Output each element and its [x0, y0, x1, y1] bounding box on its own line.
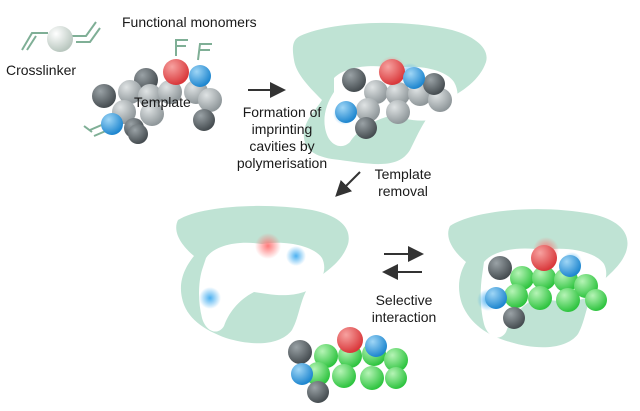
template-removal-line-1: Template: [374, 166, 432, 182]
formation-line-3: cavities by: [249, 138, 315, 154]
crosslinker-icon: [21, 21, 101, 52]
arrow-template-removal: [335, 171, 361, 197]
template-removal-label: Template removal: [368, 166, 438, 200]
formation-line-4: polymerisation: [236, 155, 328, 171]
selective-interaction-line-2: interaction: [371, 309, 437, 325]
selective-interaction-label: Selective interaction: [362, 292, 446, 326]
free-analyte-molecule: [288, 327, 408, 403]
formation-line-1: Formation of: [242, 104, 322, 120]
functional-monomers-label: Functional monomers: [122, 14, 257, 30]
binding-site-nitrogen-2: [286, 246, 306, 266]
bound-analyte-molecule: [485, 245, 607, 329]
binding-site-nitrogen-2b: [199, 287, 221, 309]
template-in-polymer: [335, 59, 452, 139]
template-label: Template: [134, 94, 191, 110]
template-removal-line-2: removal: [378, 183, 428, 199]
crosslinker-label: Crosslinker: [6, 62, 77, 78]
selective-interaction-line-1: Selective: [375, 292, 433, 308]
formation-label: Formation of imprinting cavities by poly…: [222, 104, 342, 172]
template-molecule: [83, 39, 222, 144]
binding-site-oxygen-2: [255, 233, 281, 259]
arrow-icon: [248, 82, 424, 280]
formation-line-2: imprinting: [251, 121, 313, 137]
